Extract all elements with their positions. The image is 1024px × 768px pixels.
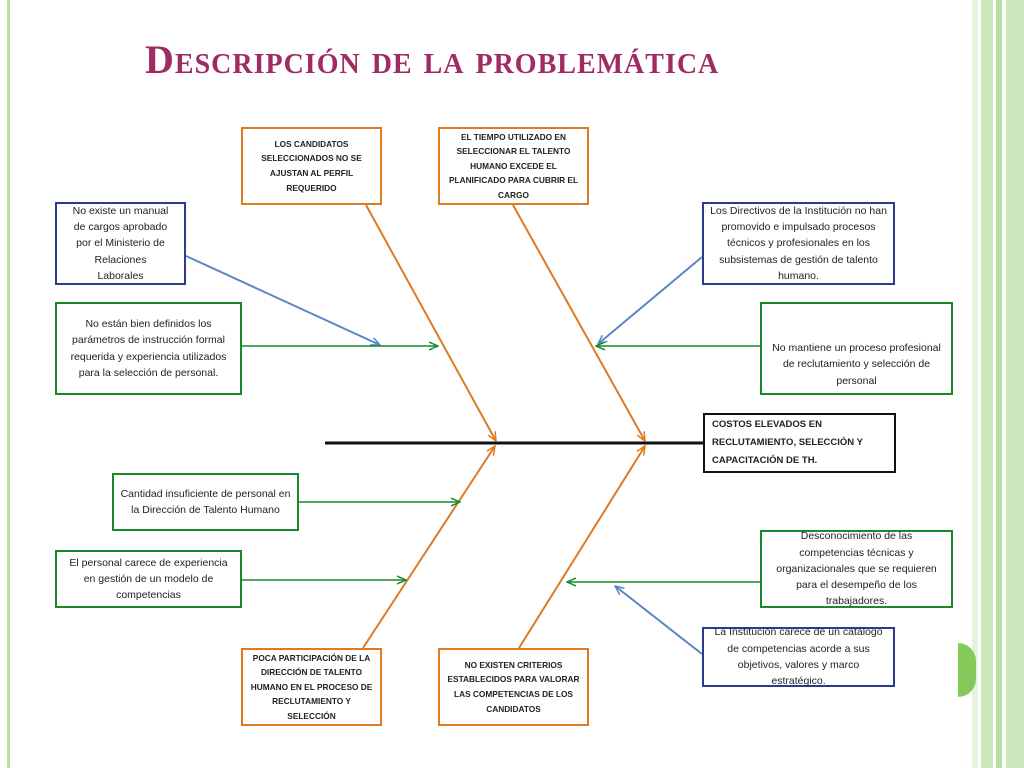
sub-cause-cantidad: Cantidad insuficiente de personal en la … <box>112 473 299 531</box>
directivos-arrow <box>598 256 703 344</box>
bone-bottom-left-arrow <box>362 446 495 649</box>
right-decorative-stripe <box>996 0 1002 768</box>
catalogo-arrow <box>615 586 703 655</box>
sub-cause-experiencia: El personal carece de experiencia en ges… <box>55 550 242 608</box>
bone-bottom-right-arrow <box>518 446 645 649</box>
effect-box: Costos elevados en reclutamiento, selecc… <box>703 413 896 473</box>
slide-title: Descripción de la problemática <box>145 37 720 82</box>
sub-cause-parametros: No están bien definidos los parámetros d… <box>55 302 242 395</box>
slide-side-tab <box>958 643 976 697</box>
sub-cause-proceso: No mantiene un proceso profesional de re… <box>760 302 953 395</box>
left-decorative-rule <box>7 0 10 768</box>
right-decorative-stripe <box>972 0 978 768</box>
manual-arrow <box>185 255 380 346</box>
sub-cause-desconocimiento: Desconocimiento de las competencias técn… <box>760 530 953 608</box>
cause-box-top-right: El tiempo utilizado en seleccionar el ta… <box>438 127 589 205</box>
cause-box-top-left: Los candidatos seleccionados no se ajust… <box>241 127 382 205</box>
cause-box-bottom-left: Poca participación de la Dirección de Ta… <box>241 648 382 726</box>
sub-cause-directivos: Los Directivos de la Institución no han … <box>702 202 895 285</box>
right-decorative-stripe <box>1006 0 1024 768</box>
bone-top-left-arrow <box>365 204 496 441</box>
cause-box-bottom-right: No existen criterios establecidos para v… <box>438 648 589 726</box>
bone-top-right-arrow <box>512 204 645 441</box>
sub-cause-manual: No existe un manual de cargos aprobado p… <box>55 202 186 285</box>
sub-cause-catalogo: La Institución carece de un catálogo de … <box>702 626 895 687</box>
right-decorative-stripe <box>981 0 993 768</box>
